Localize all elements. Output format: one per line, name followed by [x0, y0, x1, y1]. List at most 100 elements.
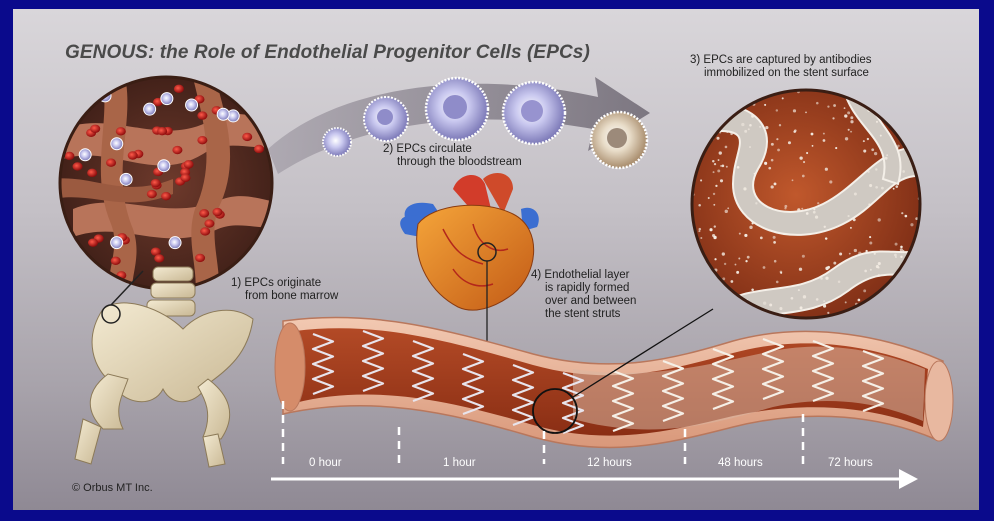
epc-speck — [853, 218, 856, 221]
red-blood-cell — [68, 111, 78, 119]
epc-speck — [711, 127, 714, 130]
marrow-epc — [120, 173, 132, 185]
epc-speck — [739, 233, 741, 235]
epc-speck — [705, 292, 708, 295]
marrow-epc — [217, 108, 229, 120]
red-blood-cell — [147, 190, 157, 198]
epc-speck — [863, 149, 866, 152]
epc-speck — [849, 253, 851, 255]
epc-speck — [717, 126, 719, 128]
epc-speck — [771, 159, 774, 162]
epc-speck — [885, 318, 888, 321]
epc-speck — [717, 169, 720, 172]
epc-speck — [865, 250, 867, 252]
epc-speck — [824, 226, 826, 228]
stented-vessel — [275, 309, 953, 448]
illustration — [13, 9, 979, 510]
red-blood-cell — [90, 125, 100, 133]
epc-speck — [700, 97, 703, 100]
epc-speck — [719, 296, 722, 299]
epc-speck — [717, 137, 720, 140]
epc-speck — [833, 262, 836, 265]
epc-speck — [867, 138, 869, 140]
epc-speck — [713, 171, 715, 173]
epc-speck — [870, 269, 872, 271]
epc-speck — [820, 277, 823, 280]
epc-speck — [871, 104, 873, 106]
epc-speck — [900, 256, 902, 258]
epc-speck — [806, 152, 808, 154]
red-blood-cell — [197, 111, 207, 119]
epc-speck — [873, 304, 876, 307]
epc-speck — [867, 171, 869, 173]
epc-speck — [902, 170, 905, 173]
epc-speck — [705, 293, 708, 296]
red-blood-cell — [154, 254, 164, 262]
marrow-epc — [83, 87, 95, 99]
epc-speck — [896, 147, 899, 150]
epc-speck — [874, 152, 877, 155]
epc-speck — [873, 300, 876, 303]
epc-speck — [895, 185, 898, 188]
epc-speck — [906, 142, 908, 144]
epc-speck — [914, 92, 916, 94]
epc-speck — [765, 126, 768, 129]
epc-speck — [817, 202, 819, 204]
epc-speck — [698, 204, 701, 207]
epc-speck — [839, 252, 842, 255]
epc-speck — [776, 109, 778, 111]
diagram-panel: GENOUS: the Role of Endothelial Progenit… — [13, 9, 979, 510]
epc-speck — [858, 252, 861, 255]
epc-speck — [920, 116, 923, 119]
epc-speck — [744, 234, 747, 237]
step1-label: 1) EPCs originate from bone marrow — [231, 277, 338, 303]
red-blood-cell — [151, 179, 161, 187]
epc-speck — [733, 101, 736, 104]
epc-speck — [850, 227, 852, 229]
epc-speck — [716, 104, 719, 107]
epc-speck — [802, 255, 805, 258]
epc-speck — [751, 288, 754, 291]
epc-speck — [838, 281, 841, 284]
epc-speck — [885, 112, 887, 114]
epc-speck — [900, 248, 903, 251]
red-blood-cell — [242, 133, 252, 141]
epc-speck — [825, 277, 828, 280]
epc-speck — [784, 205, 787, 208]
timeline-label-2: 12 hours — [587, 457, 632, 469]
epc-speck — [747, 256, 750, 259]
epc-speck — [885, 157, 888, 160]
epc-speck — [694, 264, 697, 267]
epc-speck — [713, 204, 715, 206]
epc-speck — [699, 281, 702, 284]
marrow-epc — [111, 237, 123, 249]
epc-speck — [777, 149, 780, 152]
epc-speck — [730, 133, 733, 136]
epc-speck — [880, 135, 882, 137]
epc-speck — [877, 266, 879, 268]
step3-label: 3) EPCs are captured by antibodies immob… — [690, 54, 872, 80]
epc-speck — [759, 126, 761, 128]
epc-speck — [875, 186, 878, 189]
timeline-label-1: 1 hour — [443, 457, 476, 469]
epc-speck — [698, 139, 700, 141]
marrow-epc — [111, 138, 123, 150]
epc-speck — [749, 124, 752, 127]
epc-speck — [715, 185, 717, 187]
epc-speck — [878, 274, 881, 277]
epc-speck — [856, 93, 859, 96]
red-blood-cell — [106, 159, 116, 167]
epc-speck — [847, 111, 850, 114]
epc-speck — [825, 168, 828, 171]
epc-speck — [774, 182, 777, 185]
epc-speck — [899, 114, 901, 116]
epc-speck — [699, 228, 702, 231]
red-blood-cell — [73, 162, 83, 170]
epc-speck — [863, 140, 865, 142]
epc-speck — [692, 282, 694, 284]
epc-speck — [696, 271, 698, 273]
red-blood-cell — [161, 192, 171, 200]
epc-speck — [730, 280, 733, 283]
epc-speck — [748, 128, 750, 130]
epc-speck — [803, 161, 805, 163]
